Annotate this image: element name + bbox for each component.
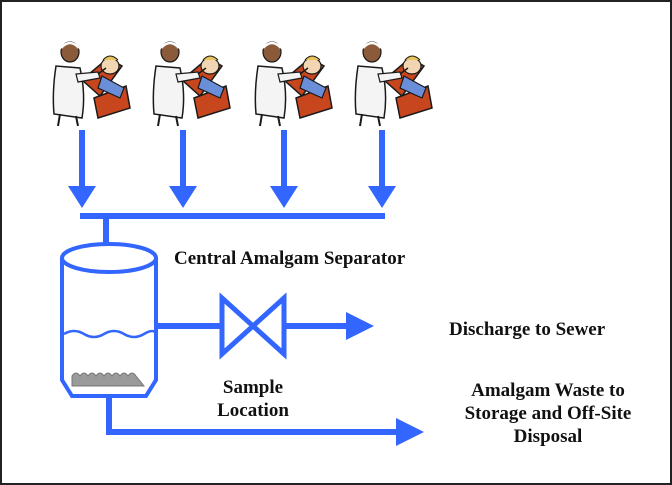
separator-label: Central Amalgam Separator (174, 248, 406, 269)
station-2-dentist-with-patient-icon (152, 40, 232, 128)
sample-location-label: Sample Location (206, 376, 300, 422)
sample-label-line-2: Location (217, 400, 289, 421)
station-4-dentist-with-patient-icon (354, 40, 434, 128)
waste-outlet-pipe (106, 396, 424, 446)
drop-pipes (68, 130, 396, 208)
sample-label-line-1: Sample (222, 377, 284, 398)
sewer-outlet-pipe (156, 312, 374, 340)
sample-valve-icon (219, 292, 287, 360)
waste-label-line-1: Amalgam Waste to (471, 380, 625, 401)
waste-label-line-3: Disposal (513, 426, 583, 447)
station-1-dentist-with-patient-icon (52, 40, 132, 128)
separator-tank-icon (60, 242, 158, 398)
waste-label: Amalgam Waste to Storage and Off-Site Di… (434, 379, 662, 448)
waste-label-line-2: Storage and Off-Site (464, 403, 632, 424)
station-3-dentist-with-patient-icon (254, 40, 334, 128)
discharge-label: Discharge to Sewer (449, 319, 606, 340)
